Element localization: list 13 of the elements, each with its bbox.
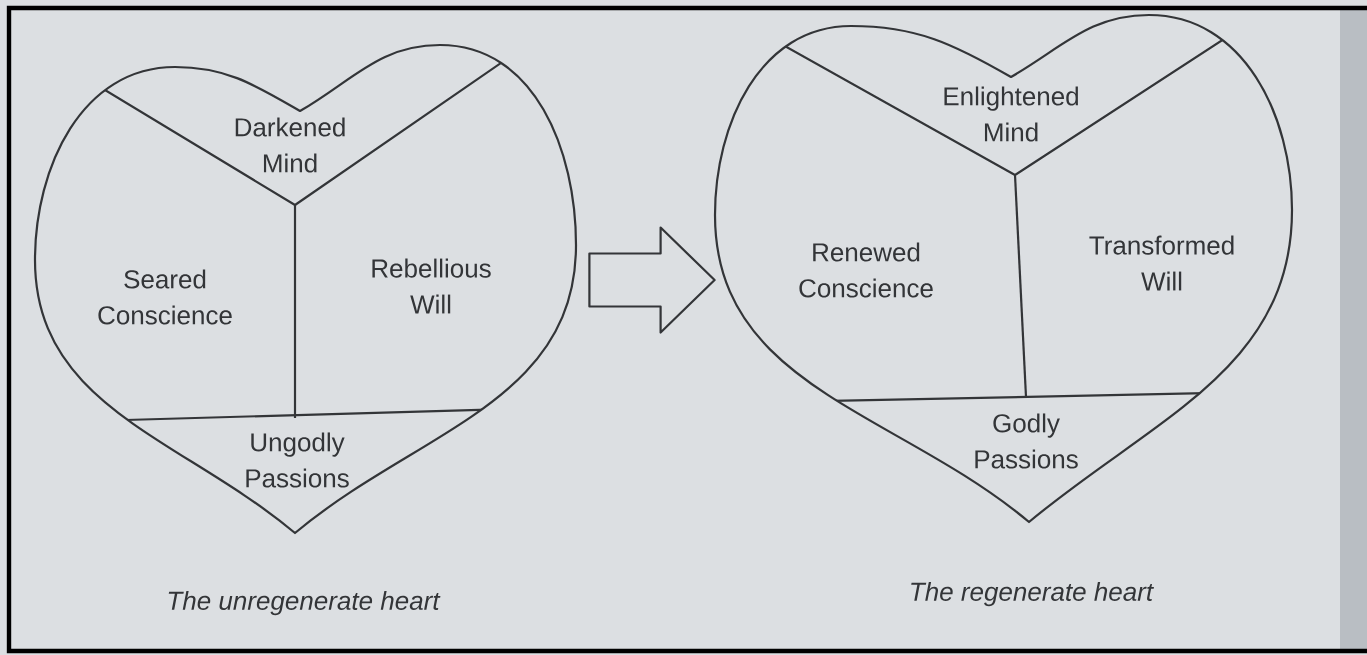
section-label: Rebellious Will [372, 258, 491, 314]
block-arrow [588, 226, 716, 334]
section-label: Renewed Conscience [799, 242, 933, 298]
section-label: Enlightened Mind [944, 86, 1078, 142]
heart-label: The regenerate heart [911, 581, 1154, 607]
heart-label: The unregenerate heart [168, 590, 441, 616]
heart-drawing [713, 13, 1294, 524]
section-label: Transformed Will [1089, 235, 1234, 291]
heart-drawing [33, 43, 578, 535]
section-label: Godly Passions [975, 413, 1078, 469]
section-label: Darkened Mind [235, 117, 345, 173]
section-label: Ungodly Passions [246, 432, 349, 488]
section-label: Seared Conscience [98, 269, 232, 325]
